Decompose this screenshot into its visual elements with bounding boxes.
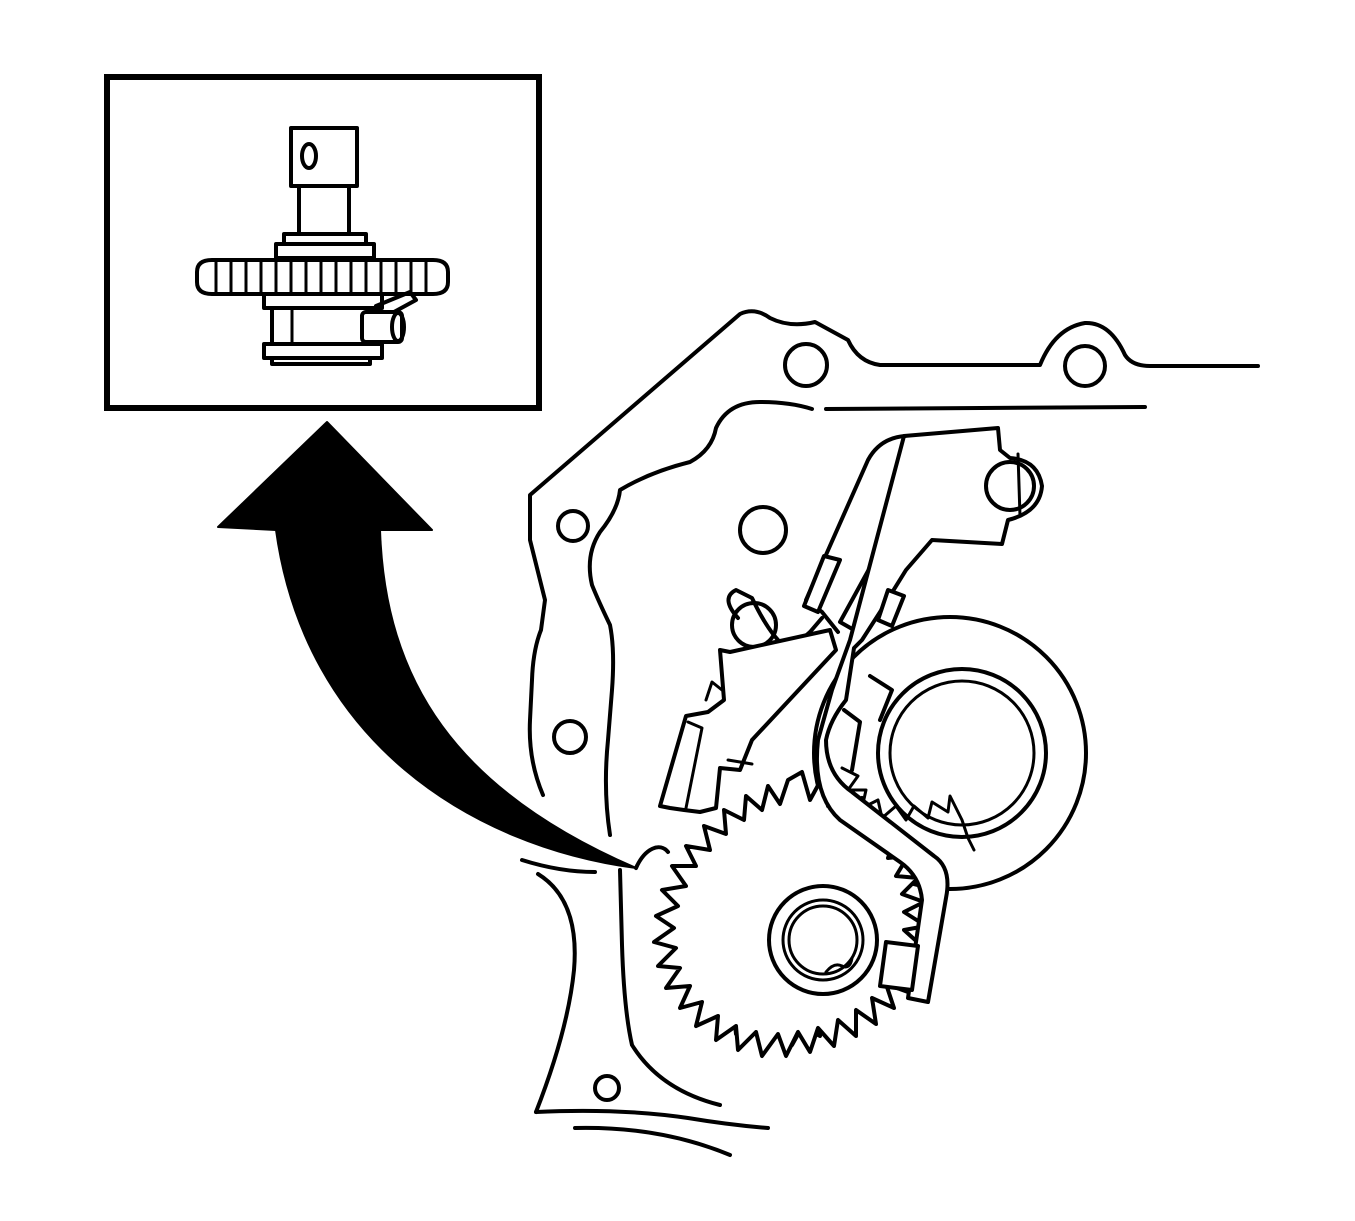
housing-outline-icon	[520, 309, 1260, 1157]
inset-gear-teeth	[214, 262, 428, 292]
inset-gear-assembly-icon	[195, 126, 450, 366]
removal-arrow-icon	[217, 421, 637, 869]
detail-inset	[104, 74, 542, 411]
ring-gear-icon	[812, 615, 1088, 891]
spur-gear-icon	[652, 770, 928, 1058]
lever-icon	[658, 426, 1044, 1004]
